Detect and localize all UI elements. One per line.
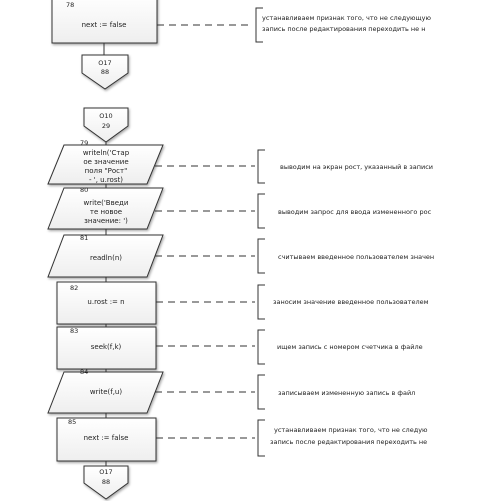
io-shape (47, 187, 164, 230)
connector-label: 88 (101, 68, 109, 76)
block-number: 79 (80, 139, 88, 147)
block-85: 85 next := false (56, 417, 157, 462)
io-shape (47, 144, 164, 185)
block-80: 80 write('Введи те новое значение: ') (47, 186, 164, 230)
block-83: 83 seek(f,k) (56, 326, 157, 370)
block-81: 81 readln(n) (47, 234, 164, 278)
block-text: ое значение (83, 158, 128, 166)
comment-bracket (257, 419, 265, 457)
process-box (56, 417, 157, 462)
comment-line: запись после редактирования переходить н… (262, 25, 425, 33)
connector-label: О17 (98, 59, 111, 67)
comment-line: выводим на экран рост, указанный в запис… (280, 163, 433, 171)
process-box (56, 326, 157, 370)
io-shape (47, 371, 164, 414)
comment-81: считываем введенное пользователем значен (257, 238, 434, 274)
comment-78: устанавливаем признак того, что не следу… (255, 7, 431, 43)
comment-83: ищем запись с номером счетчика в файле (257, 329, 423, 365)
comment-82: заносим значение введенное пользователем (257, 284, 429, 320)
comment-80: выводим запрос для ввода измененного рос (257, 193, 432, 229)
comment-bracket (257, 238, 265, 274)
block-number: 82 (70, 284, 78, 292)
comment-bracket (257, 329, 265, 365)
connector-label: 29 (102, 122, 110, 130)
comment-line: ищем запись с номером счетчика в файле (277, 343, 423, 351)
connector-shape (81, 54, 129, 90)
comment-79: выводим на экран рост, указанный в запис… (257, 149, 433, 184)
connector-shape (83, 107, 129, 143)
connector-shape (83, 465, 129, 500)
block-number: 81 (80, 234, 88, 242)
io-shape (47, 234, 164, 278)
block-number: 83 (70, 327, 78, 335)
block-text: write('Введи (84, 199, 129, 207)
process-box (51, 0, 158, 44)
block-text: write(f,u) (90, 388, 122, 396)
block-text: значение: ') (84, 217, 128, 225)
offpage-connector-1: О17 88 (81, 54, 129, 90)
block-79: 79 writeln('Стар ое значение поля "Рост"… (47, 139, 164, 185)
comment-line: устанавливаем признак того, что не следу… (274, 426, 428, 434)
comment-bracket (257, 284, 265, 320)
comment-line: считываем введенное пользователем значен (278, 253, 434, 261)
block-78: 78 next := false (51, 0, 158, 44)
comment-bracket (257, 374, 265, 410)
connector-label: О10 (99, 112, 112, 120)
block-number: 85 (68, 418, 76, 426)
block-text: те новое (90, 208, 122, 216)
comment-85: устанавливаем признак того, что не следу… (257, 419, 428, 457)
comment-bracket (257, 149, 265, 184)
comment-line: устанавливаем признак того, что не следу… (262, 14, 431, 22)
offpage-connector-3: О17 88 (83, 465, 129, 500)
comment-line: выводим запрос для ввода измененного рос (278, 208, 432, 216)
block-text: next := false (82, 21, 127, 29)
block-82: 82 u.rost := n (56, 281, 157, 325)
block-text: - ', u.rost) (89, 176, 123, 184)
comment-bracket (257, 193, 265, 229)
block-number: 84 (80, 368, 88, 376)
block-text: next := false (84, 434, 129, 442)
connector-label: О17 (99, 468, 112, 476)
block-84: 84 write(f,u) (47, 368, 164, 414)
connector-label: 88 (102, 478, 110, 486)
comment-line: записываем измененную запись в файл (278, 389, 415, 397)
comment-line: запись после редактирования переходить н… (270, 438, 427, 446)
comment-84: записываем измененную запись в файл (257, 374, 415, 410)
block-number: 80 (80, 186, 88, 194)
block-text: u.rost := n (87, 298, 124, 306)
comment-line: заносим значение введенное пользователем (273, 298, 429, 306)
block-text: writeln('Стар (83, 149, 130, 157)
block-text: поля "Рост" (85, 167, 128, 175)
comment-bracket (255, 7, 263, 43)
block-number: 78 (66, 1, 74, 9)
block-text: seek(f,k) (91, 343, 122, 351)
block-text: readln(n) (90, 254, 122, 262)
offpage-connector-2: О10 29 (83, 107, 129, 143)
